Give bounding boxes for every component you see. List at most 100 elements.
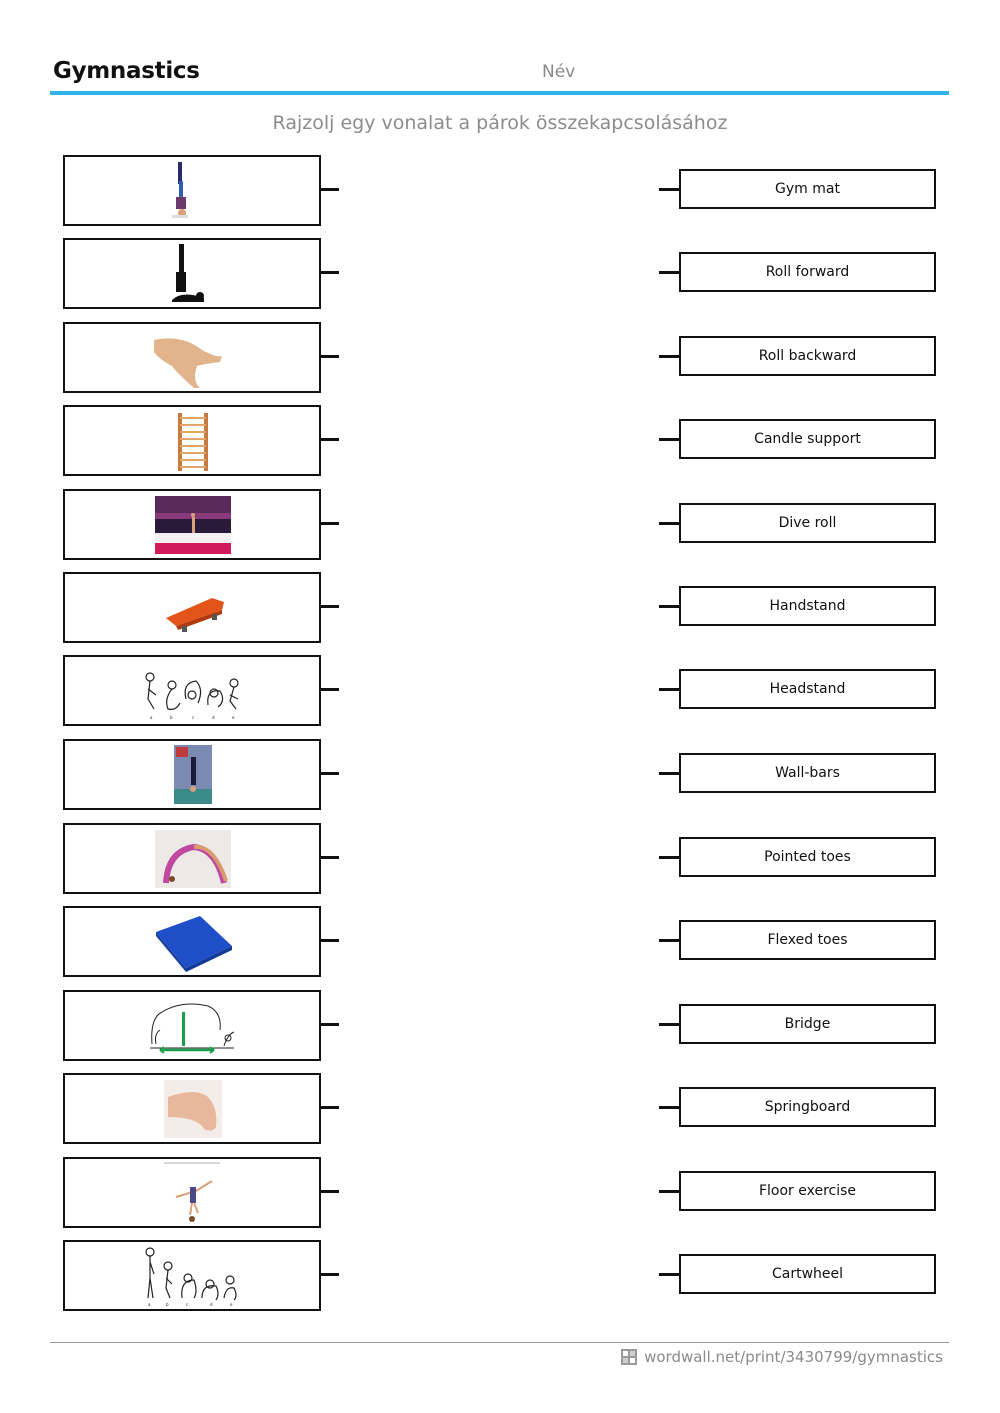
footer-divider	[50, 1342, 949, 1343]
match-row: Flexed toes	[0, 906, 1000, 977]
connector-stub-left[interactable]	[319, 522, 339, 525]
headstand-figure-icon	[172, 162, 188, 218]
image-card	[63, 823, 321, 894]
match-row: Wall-bars	[0, 739, 1000, 810]
word-card: Roll backward	[679, 336, 936, 376]
name-field-label: Név	[542, 62, 576, 82]
connector-stub-right[interactable]	[659, 856, 680, 859]
page-title: Gymnastics	[53, 58, 200, 84]
wall-bars-icon	[178, 413, 208, 471]
connector-stub-right[interactable]	[659, 939, 680, 942]
springboard-icon	[166, 598, 224, 632]
roll-backward-sequence-icon: a b c d e	[145, 672, 239, 720]
connector-stub-right[interactable]	[659, 772, 680, 775]
connector-stub-left[interactable]	[319, 772, 339, 775]
connector-stub-left[interactable]	[319, 355, 339, 358]
connector-stub-right[interactable]	[659, 1190, 680, 1193]
connector-stub-right[interactable]	[659, 605, 680, 608]
connector-stub-right[interactable]	[659, 1273, 680, 1276]
match-row: Floor exercise	[0, 1157, 1000, 1228]
svg-text:e: e	[232, 715, 235, 720]
image-card	[63, 990, 321, 1061]
word-card: Gym mat	[679, 169, 936, 209]
match-row: Springboard	[0, 1073, 1000, 1144]
image-card	[63, 322, 321, 393]
image-card: a b c d e	[63, 655, 321, 726]
svg-text:d: d	[210, 1302, 213, 1307]
connector-stub-right[interactable]	[659, 438, 680, 441]
connector-stub-left[interactable]	[319, 856, 339, 859]
gym-mat-icon	[156, 916, 232, 972]
wordwall-logo-icon	[621, 1349, 638, 1365]
instructions: Rajzolj egy vonalat a párok összekapcsol…	[272, 112, 728, 134]
pointed-toes-foot-icon	[154, 338, 222, 388]
match-row: Candle support	[0, 405, 1000, 476]
svg-text:d: d	[212, 715, 215, 720]
word-card: Candle support	[679, 419, 936, 459]
floor-exercise-arena-icon	[155, 496, 231, 554]
footer: wordwall.net/print/3430799/gymnastics	[621, 1348, 943, 1366]
connector-stub-left[interactable]	[319, 438, 339, 441]
word-card: Roll forward	[679, 252, 936, 292]
connector-stub-left[interactable]	[319, 605, 339, 608]
flexed-toes-foot-icon	[164, 1080, 222, 1138]
image-card	[63, 489, 321, 560]
connector-stub-left[interactable]	[319, 1106, 339, 1109]
word-card: Wall-bars	[679, 753, 936, 793]
connector-stub-left[interactable]	[319, 1023, 339, 1026]
connector-stub-right[interactable]	[659, 1023, 680, 1026]
match-row: Dive roll	[0, 489, 1000, 560]
connector-stub-right[interactable]	[659, 1106, 680, 1109]
connector-stub-left[interactable]	[319, 688, 339, 691]
image-card	[63, 155, 321, 226]
svg-text:b: b	[170, 715, 173, 720]
connector-stub-right[interactable]	[659, 688, 680, 691]
svg-text:c: c	[192, 715, 194, 720]
connector-stub-right[interactable]	[659, 522, 680, 525]
connector-stub-left[interactable]	[319, 1273, 339, 1276]
match-row: Pointed toes	[0, 823, 1000, 894]
word-card: Pointed toes	[679, 837, 936, 877]
word-card: Handstand	[679, 586, 936, 626]
header-divider	[50, 91, 949, 95]
svg-text:e: e	[230, 1302, 233, 1307]
word-card: Headstand	[679, 669, 936, 709]
match-row: a b c d e Headstand	[0, 655, 1000, 726]
svg-text:c: c	[186, 1302, 188, 1307]
cartwheel-figure-icon	[164, 1162, 220, 1222]
match-row: Roll forward	[0, 238, 1000, 309]
candle-support-silhouette-icon	[172, 244, 204, 302]
image-card	[63, 405, 321, 476]
word-card: Floor exercise	[679, 1171, 936, 1211]
bridge-pose-icon	[155, 830, 231, 888]
image-card	[63, 1073, 321, 1144]
word-card: Flexed toes	[679, 920, 936, 960]
word-card: Bridge	[679, 1004, 936, 1044]
svg-text:a: a	[150, 715, 153, 720]
image-card	[63, 238, 321, 309]
word-card: Dive roll	[679, 503, 936, 543]
word-card: Cartwheel	[679, 1254, 936, 1294]
match-row: Bridge	[0, 990, 1000, 1061]
connector-stub-left[interactable]	[319, 188, 339, 191]
image-card	[63, 572, 321, 643]
connector-stub-left[interactable]	[319, 1190, 339, 1193]
svg-text:b: b	[166, 1302, 169, 1307]
connector-stub-right[interactable]	[659, 355, 680, 358]
connector-stub-left[interactable]	[319, 271, 339, 274]
image-card	[63, 1157, 321, 1228]
image-card	[63, 906, 321, 977]
image-card	[63, 739, 321, 810]
connector-stub-right[interactable]	[659, 271, 680, 274]
handstand-photo-icon	[174, 745, 212, 804]
connector-stub-left[interactable]	[319, 939, 339, 942]
word-card: Springboard	[679, 1087, 936, 1127]
match-row: Roll backward	[0, 322, 1000, 393]
footer-url[interactable]: wordwall.net/print/3430799/gymnastics	[644, 1348, 943, 1366]
match-row: Handstand	[0, 572, 1000, 643]
connector-stub-right[interactable]	[659, 188, 680, 191]
match-row: Gym mat	[0, 155, 1000, 226]
